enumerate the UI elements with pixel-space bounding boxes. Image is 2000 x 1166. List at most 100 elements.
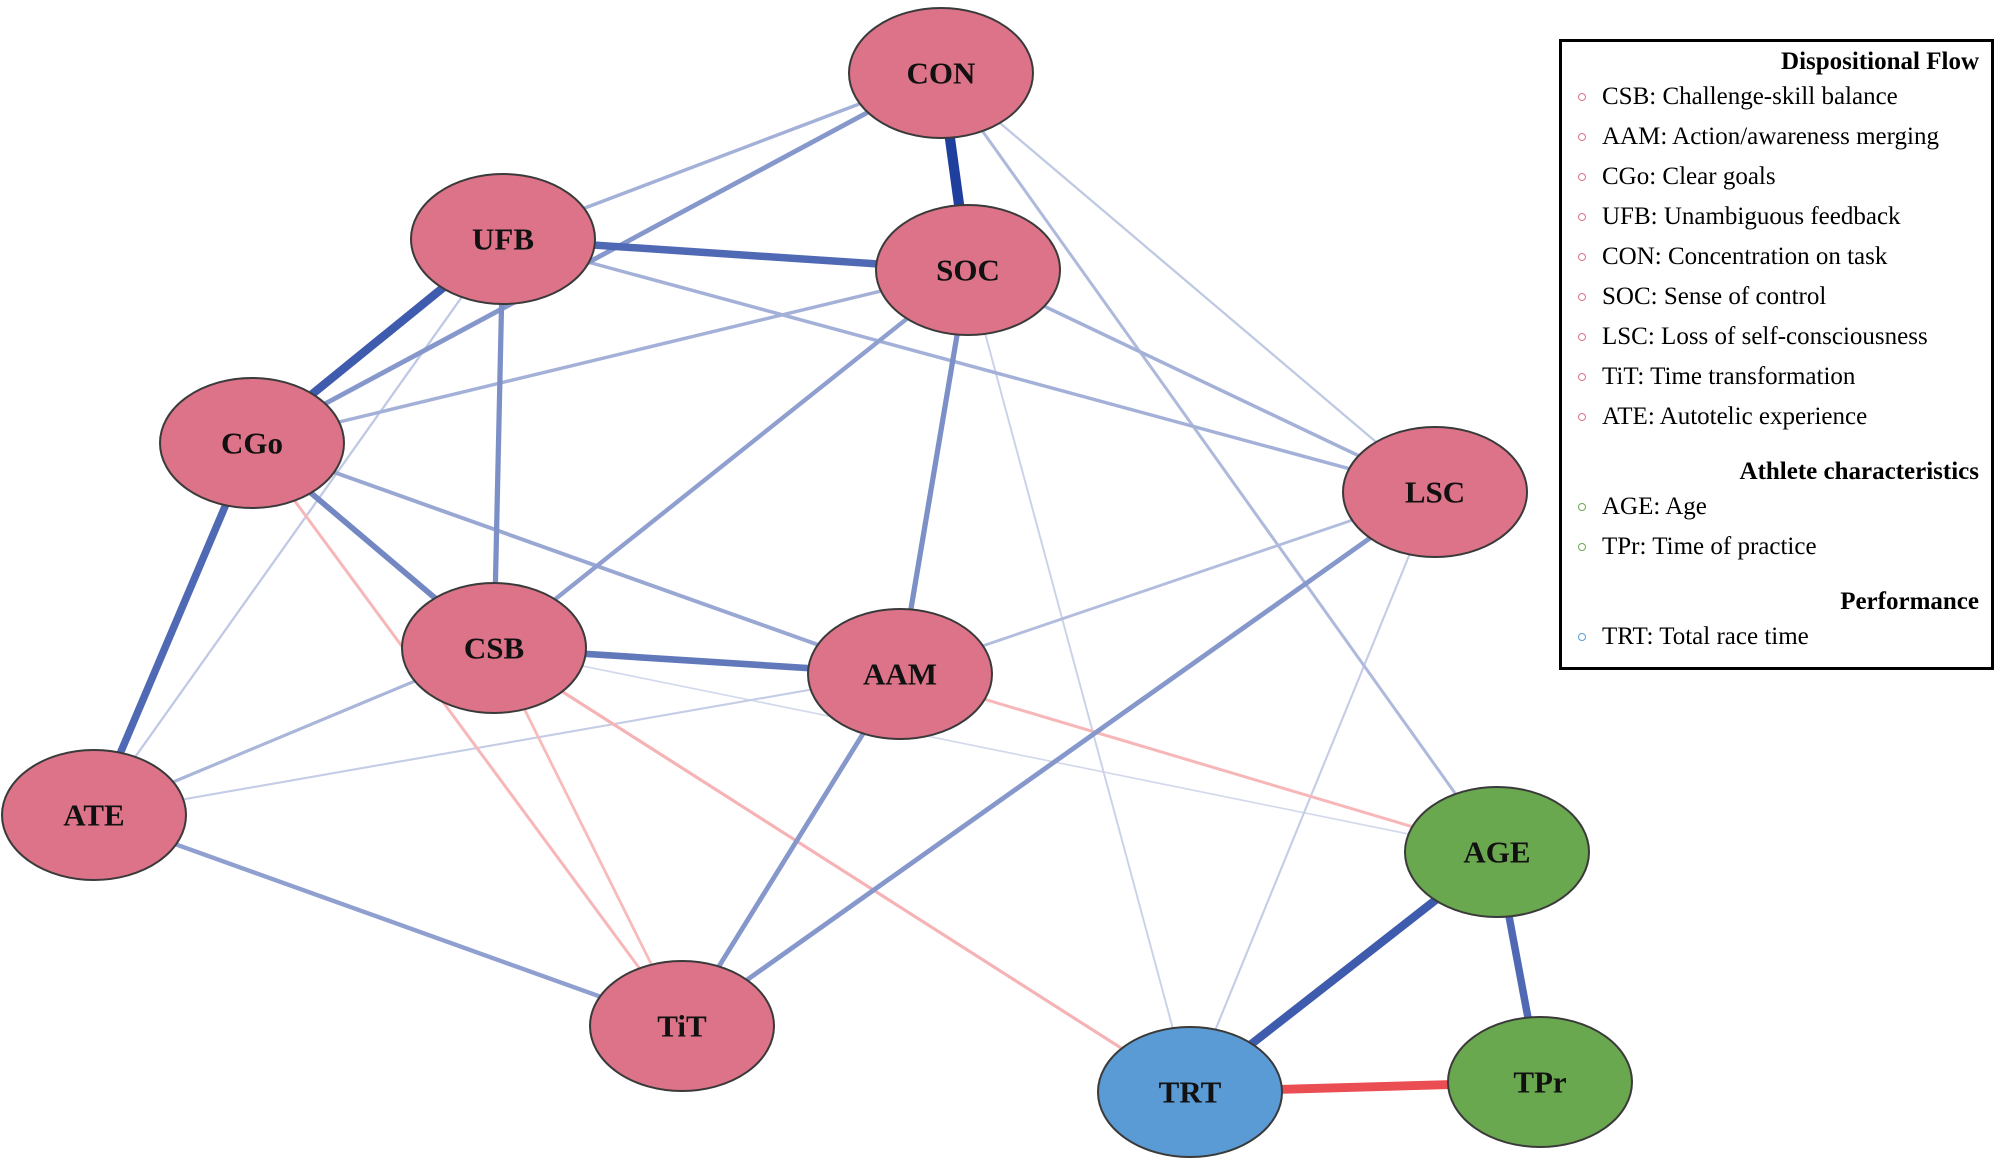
node-label: ATE	[63, 798, 124, 833]
edge-SOC-CSB	[492, 268, 970, 650]
legend-group-flow: Dispositional Flow CSB: Challenge-skill …	[1574, 47, 1979, 437]
legend-item: AAM: Action/awareness merging	[1574, 117, 1979, 157]
node-ate: ATE	[1, 749, 187, 881]
node-label: SOC	[936, 253, 1000, 288]
legend-item-label: TPr: Time of practice	[1602, 533, 1817, 560]
edge-CON-LSC	[940, 72, 1436, 493]
legend-item: TPr: Time of practice	[1574, 527, 1979, 567]
legend-item: TRT: Total race time	[1574, 617, 1979, 657]
legend-bullet-icon	[1578, 213, 1586, 221]
legend-item: CON: Concentration on task	[1574, 237, 1979, 277]
node-label: CON	[907, 56, 976, 91]
node-soc: SOC	[875, 204, 1061, 336]
edge-SOC-TRT	[967, 269, 1191, 1093]
node-shape	[410, 173, 596, 305]
node-shape	[1447, 1016, 1633, 1148]
node-aam: AAM	[807, 608, 993, 740]
legend-title-flow: Dispositional Flow	[1781, 48, 1979, 75]
legend-item: LSC: Loss of self-consciousness	[1574, 317, 1979, 357]
legend-item-label: TRT: Total race time	[1602, 623, 1809, 650]
edge-CGo-TiT	[250, 442, 684, 1027]
node-label: AGE	[1463, 835, 1530, 870]
edge-AAM-ATE	[93, 672, 901, 817]
legend-bullet-icon	[1578, 293, 1586, 301]
edge-SOC-AAM	[897, 269, 971, 675]
edge-CON-AGE	[939, 72, 1499, 853]
edge-CGo-SOC	[251, 268, 969, 445]
legend-item: CGo: Clear goals	[1574, 157, 1979, 197]
legend-item-label: CGo: Clear goals	[1602, 163, 1776, 190]
node-label: UFB	[472, 222, 534, 257]
edge-SOC-LSC	[967, 268, 1436, 494]
legend-item-label: AGE: Age	[1602, 493, 1707, 520]
edge-CSB-AGE	[493, 647, 1498, 853]
node-tit: TiT	[589, 960, 775, 1092]
edge-AAM-LSC	[899, 490, 1436, 676]
legend-bullet-icon	[1578, 503, 1586, 511]
node-shape	[1097, 1026, 1283, 1158]
node-tpr: TPr	[1447, 1016, 1633, 1148]
node-label: CSB	[464, 631, 524, 666]
node-shape	[807, 608, 993, 740]
node-label: TiT	[657, 1009, 707, 1044]
legend-item-label: CON: Concentration on task	[1602, 243, 1888, 270]
legend-item-label: CSB: Challenge-skill balance	[1602, 83, 1898, 110]
node-label: LSC	[1405, 475, 1465, 510]
legend-item-label: TiT: Time transformation	[1602, 363, 1856, 390]
legend-box: Dispositional Flow CSB: Challenge-skill …	[1559, 39, 1994, 670]
edge-CSB-TiT	[492, 647, 684, 1027]
legend-item: UFB: Unambiguous feedback	[1574, 197, 1979, 237]
legend-title-performance: Performance	[1840, 588, 1979, 615]
node-csb: CSB	[401, 582, 587, 714]
legend-bullet-icon	[1578, 173, 1586, 181]
node-lsc: LSC	[1342, 426, 1528, 558]
node-cgo: CGo	[159, 377, 345, 509]
node-shape	[1, 749, 187, 881]
node-shape	[401, 582, 587, 714]
node-trt: TRT	[1097, 1026, 1283, 1158]
node-label: CGo	[221, 426, 283, 461]
node-age: AGE	[1404, 786, 1590, 918]
legend-item: CSB: Challenge-skill balance	[1574, 77, 1979, 117]
legend-title-athlete: Athlete characteristics	[1739, 458, 1979, 485]
legend-item-label: ATE: Autotelic experience	[1602, 403, 1868, 430]
edge-AAM-AGE	[899, 672, 1498, 854]
edge-CSB-TRT	[493, 646, 1191, 1094]
edge-LSC-TRT	[1189, 491, 1436, 1093]
node-shape	[1342, 426, 1528, 558]
edges-layer	[90, 70, 1544, 1097]
edge-UFB-CSB	[491, 238, 506, 649]
legend-bullet-icon	[1578, 333, 1586, 341]
legend-bullet-icon	[1578, 633, 1586, 641]
edge-UFB-LSC	[502, 237, 1436, 494]
edge-LSC-TiT	[680, 490, 1437, 1028]
legend-bullet-icon	[1578, 543, 1586, 551]
legend-bullet-icon	[1578, 373, 1586, 381]
legend-item-label: SOC: Sense of control	[1602, 283, 1827, 310]
legend-item-label: UFB: Unambiguous feedback	[1602, 203, 1901, 230]
legend-group-performance: Performance TRT: Total race time	[1574, 587, 1979, 657]
node-shape	[875, 204, 1061, 336]
legend-item-label: LSC: Loss of self-consciousness	[1602, 323, 1928, 350]
legend-item: AGE: Age	[1574, 487, 1979, 527]
edge-UFB-ATE	[93, 238, 504, 816]
edge-CGo-AAM	[251, 441, 901, 676]
edge-CON-CGo	[250, 70, 943, 446]
legend-item: TiT: Time transformation	[1574, 357, 1979, 397]
legend-bullet-icon	[1578, 93, 1586, 101]
node-shape	[589, 960, 775, 1092]
node-shape	[1404, 786, 1590, 918]
legend-item: ATE: Autotelic experience	[1574, 397, 1979, 437]
legend-bullet-icon	[1578, 413, 1586, 421]
node-con: CON	[848, 7, 1034, 139]
legend-item: SOC: Sense of control	[1574, 277, 1979, 317]
legend-item-label: AAM: Action/awareness merging	[1602, 123, 1939, 150]
edge-ATE-TiT	[93, 812, 683, 1029]
legend-group-athlete: Athlete characteristics AGE: Age TPr: Ti…	[1574, 457, 1979, 567]
legend-bullet-icon	[1578, 253, 1586, 261]
legend-bullet-icon	[1578, 133, 1586, 141]
node-shape	[159, 377, 345, 509]
node-label: TRT	[1159, 1075, 1222, 1110]
